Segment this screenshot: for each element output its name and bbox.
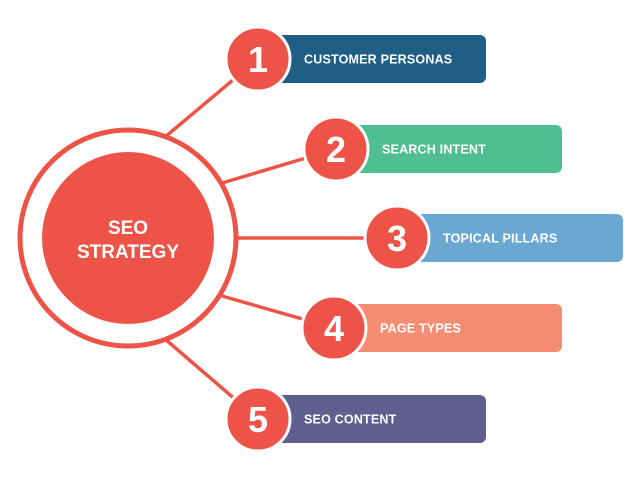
item-label-1: CUSTOMER PERSONAS <box>304 53 452 67</box>
item-number-circle-2 <box>302 115 370 183</box>
item-bar-5 <box>258 395 486 443</box>
item-number-5: 5 <box>248 399 268 440</box>
item-number-3: 3 <box>387 218 407 259</box>
item-number-circle-4 <box>300 294 368 362</box>
strategy-item-1: CUSTOMER PERSONAS 1 <box>224 25 486 93</box>
item-bar-2 <box>336 125 562 173</box>
center-title-line1: SEO <box>108 218 148 239</box>
item-bar-1 <box>258 35 486 83</box>
center-circle <box>42 152 214 324</box>
item-number-circle-1 <box>224 25 292 93</box>
strategy-item-5: SEO CONTENT 5 <box>224 385 486 453</box>
item-label-4: PAGE TYPES <box>380 322 461 336</box>
item-number-circle-3 <box>363 204 431 272</box>
item-label-2: SEARCH INTENT <box>382 143 486 157</box>
center-node: SEO STRATEGY <box>17 127 239 349</box>
strategy-item-4: PAGE TYPES 4 <box>300 294 562 362</box>
center-title-line2: STRATEGY <box>77 242 179 263</box>
item-number-2: 2 <box>326 129 346 170</box>
item-bar-3 <box>397 214 623 262</box>
item-number-4: 4 <box>324 308 344 349</box>
item-bar-4 <box>334 304 562 352</box>
strategy-item-2: SEARCH INTENT 2 <box>302 115 562 183</box>
item-label-5: SEO CONTENT <box>304 413 397 427</box>
item-number-circle-5 <box>224 385 292 453</box>
strategy-item-3: TOPICAL PILLARS 3 <box>363 204 623 272</box>
item-label-3: TOPICAL PILLARS <box>443 232 557 246</box>
item-number-1: 1 <box>248 39 268 80</box>
